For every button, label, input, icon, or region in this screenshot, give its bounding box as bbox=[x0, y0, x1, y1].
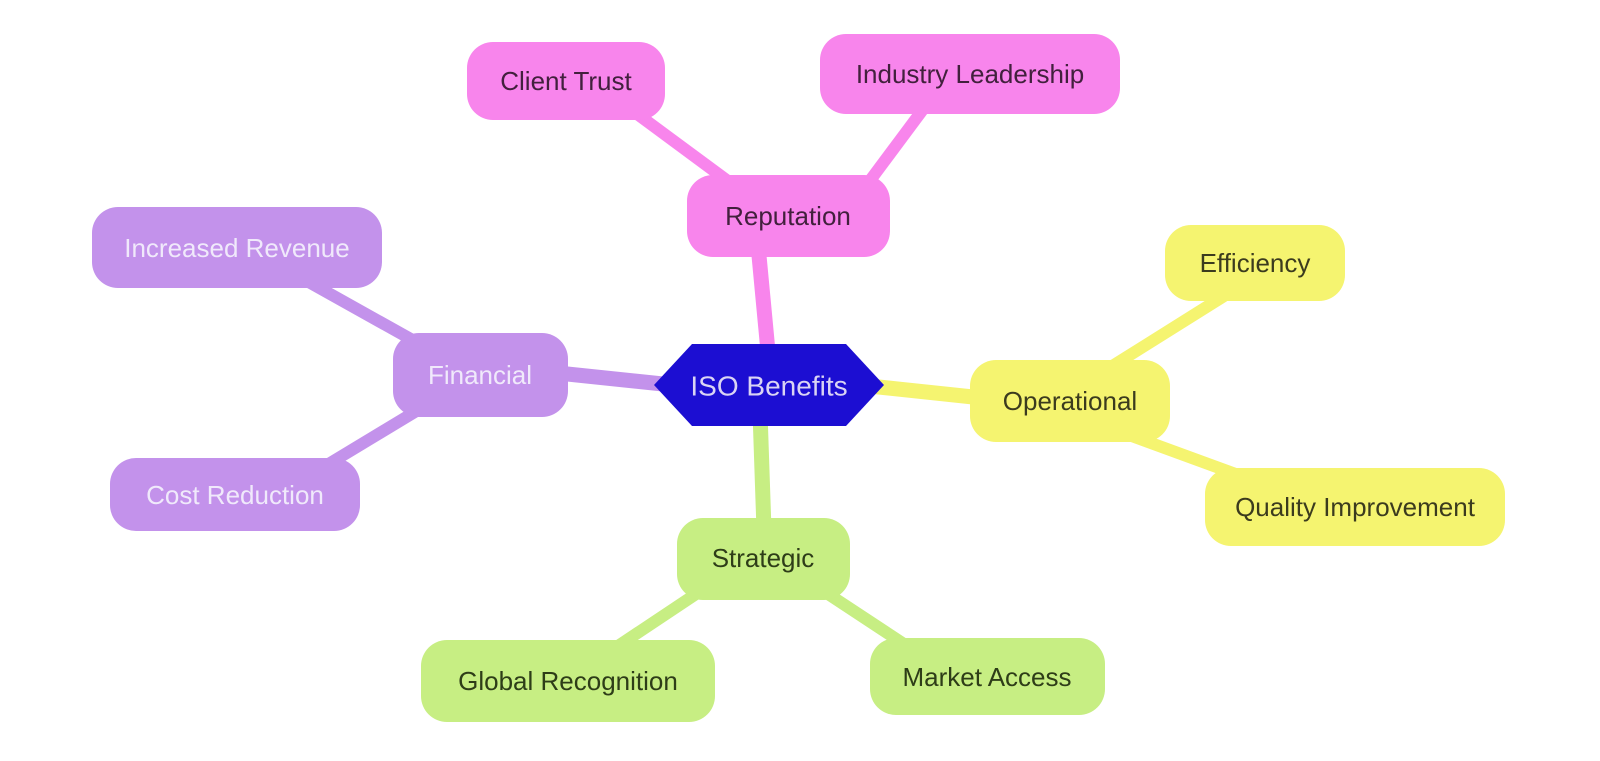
node-reputation-box bbox=[687, 175, 890, 257]
node-industry-leadership: Industry Leadership bbox=[820, 34, 1120, 114]
edge-operational-efficiency bbox=[1102, 290, 1228, 376]
node-root-hexagon bbox=[654, 344, 884, 426]
node-reputation: Reputation bbox=[687, 175, 890, 257]
node-reputation-label: Reputation bbox=[725, 201, 851, 231]
edge-root-reputation bbox=[750, 244, 777, 363]
node-financial-label: Financial bbox=[428, 360, 532, 390]
node-strategic-box bbox=[677, 518, 850, 600]
edge-root-strategic bbox=[752, 411, 772, 531]
node-strategic: Strategic bbox=[677, 518, 850, 600]
node-increased-revenue-box bbox=[92, 207, 382, 288]
node-cost-reduction-label: Cost Reduction bbox=[146, 480, 324, 510]
node-client-trust: Client Trust bbox=[467, 42, 665, 120]
node-quality-improvement-box bbox=[1205, 468, 1505, 546]
node-cost-reduction-box bbox=[110, 458, 360, 531]
node-efficiency-box bbox=[1165, 225, 1345, 301]
node-operational-box bbox=[970, 360, 1170, 442]
node-client-trust-label: Client Trust bbox=[500, 66, 632, 96]
node-industry-leadership-label: Industry Leadership bbox=[856, 59, 1084, 89]
node-operational-label: Operational bbox=[1003, 386, 1137, 416]
node-strategic-label: Strategic bbox=[712, 543, 815, 573]
node-root-iso-benefits: ISO Benefits bbox=[654, 344, 884, 426]
node-global-recognition: Global Recognition bbox=[421, 640, 715, 722]
node-root-label: ISO Benefits bbox=[690, 371, 847, 402]
node-quality-improvement-label: Quality Improvement bbox=[1235, 492, 1476, 522]
node-global-recognition-label: Global Recognition bbox=[458, 666, 678, 696]
node-efficiency: Efficiency bbox=[1165, 225, 1345, 301]
node-quality-improvement: Quality Improvement bbox=[1205, 468, 1505, 546]
node-financial-box bbox=[393, 333, 568, 417]
node-global-recognition-box bbox=[421, 640, 715, 722]
node-market-access-box bbox=[870, 638, 1105, 715]
node-cost-reduction: Cost Reduction bbox=[110, 458, 360, 531]
node-increased-revenue-label: Increased Revenue bbox=[124, 233, 349, 263]
node-operational: Operational bbox=[970, 360, 1170, 442]
node-client-trust-box bbox=[467, 42, 665, 120]
node-efficiency-label: Efficiency bbox=[1200, 248, 1311, 278]
node-market-access: Market Access bbox=[870, 638, 1105, 715]
node-market-access-label: Market Access bbox=[902, 662, 1071, 692]
node-financial: Financial bbox=[393, 333, 568, 417]
node-increased-revenue: Increased Revenue bbox=[92, 207, 382, 288]
node-industry-leadership-box bbox=[820, 34, 1120, 114]
